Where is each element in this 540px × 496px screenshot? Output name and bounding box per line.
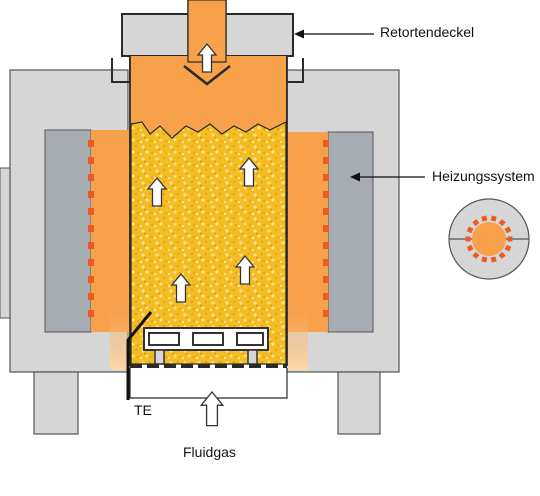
heating-element bbox=[323, 276, 329, 283]
thermocouple bbox=[126, 311, 153, 400]
heating-element bbox=[323, 310, 329, 317]
label-retortendeckel: Retortendeckel bbox=[380, 24, 475, 40]
lid-leader bbox=[294, 29, 374, 39]
bottom-glow-right bbox=[288, 300, 308, 370]
heating-elements-right bbox=[323, 140, 329, 317]
gas-distributor bbox=[143, 327, 269, 365]
cross-section-icon bbox=[448, 198, 530, 280]
heating-element bbox=[498, 251, 506, 259]
heating-element bbox=[323, 259, 329, 266]
heating-element bbox=[481, 256, 488, 263]
up-arrow-icon bbox=[196, 42, 218, 73]
hot-zone-left bbox=[91, 130, 131, 332]
heating-element bbox=[88, 157, 94, 164]
heating-element bbox=[323, 174, 329, 181]
heating-element bbox=[481, 215, 488, 222]
label-fluidgas: Fluidgas bbox=[183, 444, 236, 460]
heating-element bbox=[490, 256, 497, 263]
up-arrow-icon bbox=[170, 272, 192, 303]
heating-element bbox=[323, 140, 329, 147]
heating-element bbox=[472, 251, 480, 259]
heating-element bbox=[88, 310, 94, 317]
up-arrow-icon bbox=[199, 390, 225, 427]
heating-leader bbox=[350, 172, 425, 182]
heating-element bbox=[323, 157, 329, 164]
heating-element bbox=[323, 208, 329, 215]
heating-element bbox=[466, 244, 474, 252]
label-te: TE bbox=[134, 402, 152, 418]
heating-element bbox=[507, 236, 513, 242]
heater-block-right bbox=[327, 131, 374, 333]
heating-element bbox=[466, 226, 474, 234]
heating-element bbox=[88, 140, 94, 147]
heating-element bbox=[88, 225, 94, 232]
heating-element bbox=[88, 276, 94, 283]
flow-arrows bbox=[146, 42, 260, 427]
heating-element bbox=[465, 236, 471, 242]
heater-block-left bbox=[44, 129, 92, 333]
up-arrow-icon bbox=[146, 176, 168, 207]
heating-element bbox=[88, 174, 94, 181]
up-arrow-icon bbox=[238, 156, 260, 187]
heating-element bbox=[88, 293, 94, 300]
gas-inlet-housing bbox=[129, 368, 288, 399]
heating-element bbox=[323, 225, 329, 232]
heating-element bbox=[323, 293, 329, 300]
heating-element bbox=[498, 219, 506, 227]
heating-element bbox=[323, 191, 329, 198]
heating-element bbox=[88, 242, 94, 249]
gas-outlet-pipe bbox=[187, 0, 227, 63]
furnace-left-leg bbox=[33, 371, 79, 435]
heating-element bbox=[88, 208, 94, 215]
up-arrow-icon bbox=[234, 254, 256, 285]
heating-element bbox=[88, 191, 94, 198]
heating-element bbox=[472, 219, 480, 227]
heating-element bbox=[88, 259, 94, 266]
furnace-right-leg bbox=[337, 371, 381, 435]
heating-element bbox=[323, 242, 329, 249]
heating-element bbox=[504, 226, 512, 234]
heating-element bbox=[504, 244, 512, 252]
label-heizungssystem: Heizungssystem bbox=[432, 168, 535, 184]
heating-element bbox=[490, 215, 497, 222]
hot-zone-right bbox=[288, 132, 328, 332]
furnace-side-stub bbox=[0, 167, 11, 319]
deflector-cone bbox=[183, 65, 231, 86]
heating-elements-left bbox=[88, 140, 94, 317]
